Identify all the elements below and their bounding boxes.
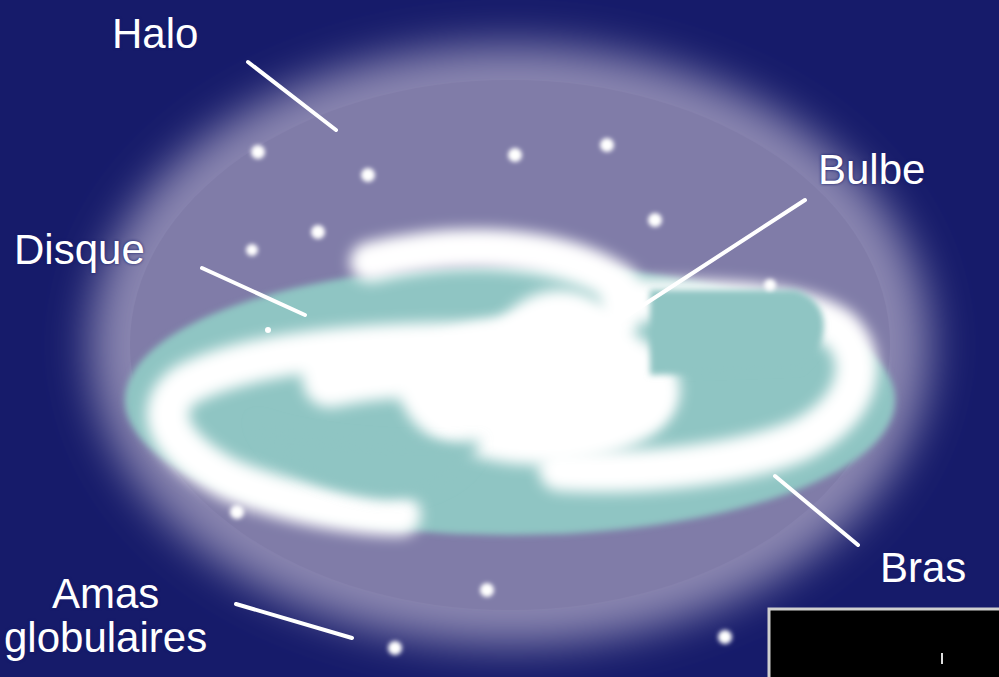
part-label: Disque [14,228,145,272]
part-label: Halo [112,12,198,56]
part-label: Bulbe [818,148,925,192]
part-label: Bras [880,546,966,590]
part-label: Amas globulaires [4,572,207,660]
